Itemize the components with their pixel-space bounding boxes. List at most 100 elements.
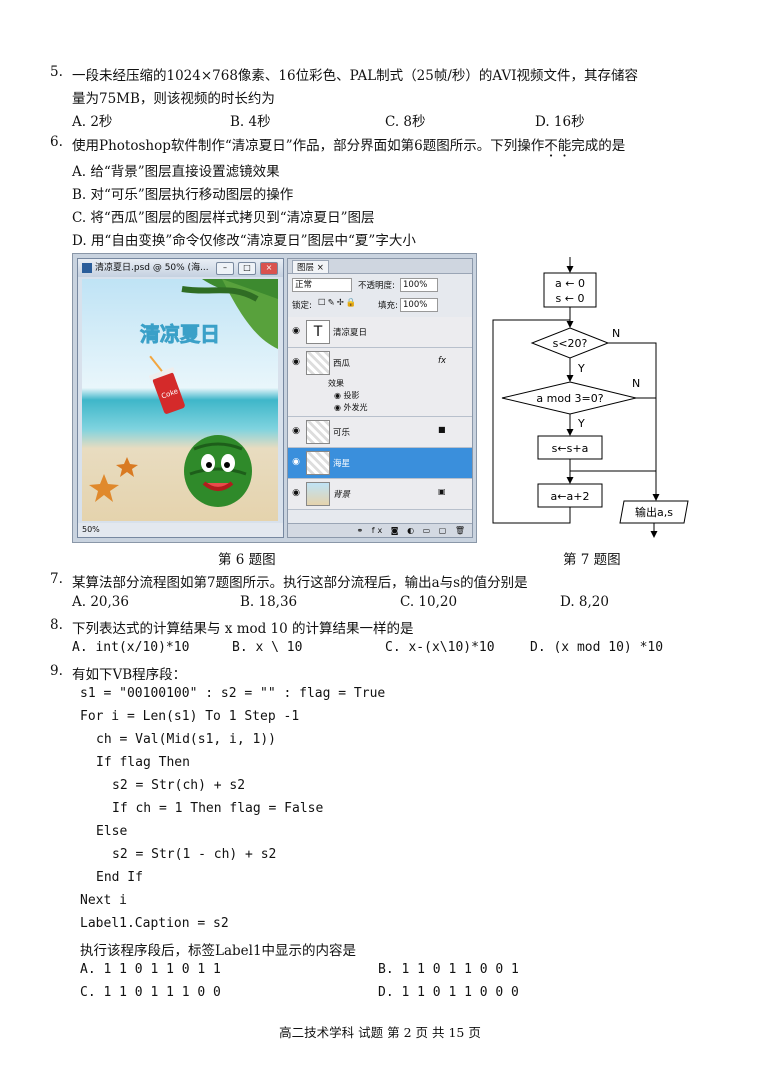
lock-icon: ▣: [438, 487, 446, 496]
q8-option-c: C. x-(x\10)*10: [385, 640, 495, 655]
q7-option-b: B. 18,36: [240, 594, 298, 610]
ps-logo-icon: [82, 262, 92, 273]
q5-stem-line2: 量为75MB，则该视频的时长约为: [72, 91, 275, 107]
layers-panel-header: 图层 ×: [288, 259, 472, 274]
layer-row-qingliangxiari[interactable]: ◉ T 清凉夏日: [288, 317, 472, 348]
cola-cup: Coke: [148, 355, 185, 414]
layer-name: 背景: [333, 490, 351, 500]
tab-layers[interactable]: 图层 ×: [292, 260, 329, 273]
code-line: End If: [96, 870, 143, 885]
flow-no-1: N: [612, 327, 620, 340]
starfish: [89, 457, 138, 502]
document-statusbar: 50%: [78, 523, 283, 537]
layers-panel-toolbar[interactable]: ⚭ fx ◙ ◐ ▭ ▢ 🗑: [288, 523, 472, 537]
layer-row-haixing-selected[interactable]: ◉ 海星: [288, 448, 472, 479]
q5-number: 5.: [50, 64, 63, 80]
q9-option-c: C. 1 1 0 1 1 1 0 0: [80, 985, 221, 1000]
opacity-input[interactable]: 100%: [400, 278, 438, 292]
flow-cond1: s<20?: [553, 337, 588, 350]
q7-option-d: D. 8,20: [560, 594, 609, 610]
eye-icon[interactable]: ◉: [292, 426, 300, 436]
flow-proc2: a←a+2: [551, 490, 590, 503]
q9-option-d: D. 1 1 0 1 1 0 0 0: [378, 985, 519, 1000]
code-line: Next i: [80, 893, 127, 908]
q6-stem: 使用Photoshop软件制作“清凉夏日”作品，部分界面如第6题图所示。下列操作…: [72, 134, 625, 154]
lock-icons[interactable]: ☐✎✢🔒: [318, 298, 359, 308]
flowchart: a ← 0 s ← 0 s<20? a mod 3=0? s←s+a a←a+2…: [492, 257, 689, 538]
code-line: s1 = "00100100" : s2 = "" : flag = True: [80, 686, 386, 701]
code-line: If flag Then: [96, 755, 190, 770]
code-line: Else: [96, 824, 128, 839]
minimize-button[interactable]: –: [216, 262, 234, 275]
layer-row-xigua[interactable]: ◉ 西瓜 fx 效果 ◉ 投影 ◉ 外发光: [288, 348, 472, 417]
eye-icon[interactable]: ◉: [292, 326, 300, 336]
document-titlebar: 清凉夏日.psd @ 50% (海... – □ ×: [78, 259, 283, 277]
q8-option-a: A. int(x/10)*10: [72, 640, 190, 655]
canvas-title-text: 清凉夏日: [140, 322, 220, 346]
q5-option-d: D. 16秒: [535, 114, 585, 130]
fx-icon[interactable]: fx: [438, 356, 447, 366]
layer-name: 清凉夏日: [333, 328, 368, 338]
q6-option-d: D. 用“自由变换”命令仅修改“清凉夏日”图层中“夏”字大小: [72, 233, 416, 249]
canvas[interactable]: 清凉夏日 Coke: [82, 279, 278, 521]
maximize-button[interactable]: □: [238, 262, 256, 275]
layer-row-kele[interactable]: ◉ 可乐 ■: [288, 417, 472, 448]
layer-name: 可乐: [333, 428, 351, 438]
q7-number: 7.: [50, 571, 63, 587]
flow-init-a: a ← 0: [555, 277, 585, 290]
q6-stem-a: 使用Photoshop软件制作“清凉夏日”作品，部分界面如第6题图所示。下列操作: [72, 138, 545, 154]
q6-option-a: A. 给“背景”图层直接设置滤镜效果: [72, 164, 280, 180]
code-line: s2 = Str(ch) + s2: [112, 778, 246, 793]
flow-cond2: a mod 3=0?: [536, 392, 603, 405]
q6-stem-emph1: 不: [544, 138, 558, 154]
page-footer: 高二技术学科 试题 第 2 页 共 15 页: [279, 1025, 481, 1040]
watermelon: [184, 435, 252, 507]
flow-no-2: N: [632, 377, 640, 390]
layer-thumbnail: [306, 482, 330, 506]
eye-icon[interactable]: ◉: [292, 457, 300, 467]
layer-thumbnail: [306, 420, 330, 444]
q7-option-c: C. 10,20: [400, 594, 458, 610]
eye-icon[interactable]: ◉: [292, 357, 300, 367]
document-title: 清凉夏日.psd @ 50% (海...: [95, 263, 209, 273]
effect-name: 外发光: [343, 403, 368, 412]
q6-option-b: B. 对“可乐”图层执行移动图层的操作: [72, 187, 294, 203]
flow-init-s: s ← 0: [556, 292, 585, 305]
q8-option-b: B. x \ 10: [232, 640, 303, 655]
fill-label: 填充:: [378, 301, 398, 311]
document-window: 清凉夏日.psd @ 50% (海... – □ × 清凉夏日: [77, 258, 284, 538]
close-button[interactable]: ×: [260, 262, 278, 275]
effect-outer-glow[interactable]: ◉ 外发光: [334, 403, 368, 412]
effect-name: 投影: [343, 391, 360, 400]
q5-option-a: A. 2秒: [72, 114, 113, 130]
code-line: Label1.Caption = s2: [80, 916, 229, 931]
q6-stem-d: 完成的是: [571, 138, 626, 154]
blend-mode-select[interactable]: 正常: [292, 278, 352, 292]
q6-number: 6.: [50, 134, 63, 150]
text-layer-icon: T: [306, 320, 330, 344]
layers-panel: 图层 × 正常 不透明度: 100% 锁定: ☐✎✢🔒 填充: 100% ◉ T…: [287, 258, 473, 538]
code-line: For i = Len(s1) To 1 Step -1: [80, 709, 300, 724]
effect-drop-shadow[interactable]: ◉ 投影: [334, 391, 360, 400]
flow-output: 输出a,s: [635, 505, 673, 519]
q5-option-b: B. 4秒: [230, 114, 271, 130]
q7-stem: 某算法部分流程图如第7题图所示。执行这部分流程后，输出a与s的值分别是: [72, 575, 528, 591]
q9-option-a: A. 1 1 0 1 1 0 1 1: [80, 962, 221, 977]
layer-thumbnail: [306, 451, 330, 475]
caption-fig6: 第 6 题图: [218, 552, 276, 568]
q5-option-c: C. 8秒: [385, 114, 426, 130]
layer-row-beijing[interactable]: ◉ 背景 ▣: [288, 479, 472, 510]
layer-name: 西瓜: [333, 359, 351, 369]
photoshop-figure: 清凉夏日.psd @ 50% (海... – □ × 清凉夏日: [72, 253, 477, 543]
q8-stem: 下列表达式的计算结果与 x mod 10 的计算结果一样的是: [72, 621, 414, 637]
q8-number: 8.: [50, 617, 63, 633]
lock-label: 锁定:: [292, 301, 312, 311]
code-line: If ch = 1 Then flag = False: [112, 801, 324, 816]
q6-stem-emph2: 能: [558, 138, 572, 154]
q9-question: 执行该程序段后，标签Label1中显示的内容是: [80, 943, 357, 959]
beach-image: 清凉夏日 Coke: [82, 279, 278, 521]
fill-input[interactable]: 100%: [400, 298, 438, 312]
eye-icon[interactable]: ◉: [292, 488, 300, 498]
zoom-level[interactable]: 50%: [82, 525, 100, 534]
flow-proc1: s←s+a: [552, 442, 589, 455]
